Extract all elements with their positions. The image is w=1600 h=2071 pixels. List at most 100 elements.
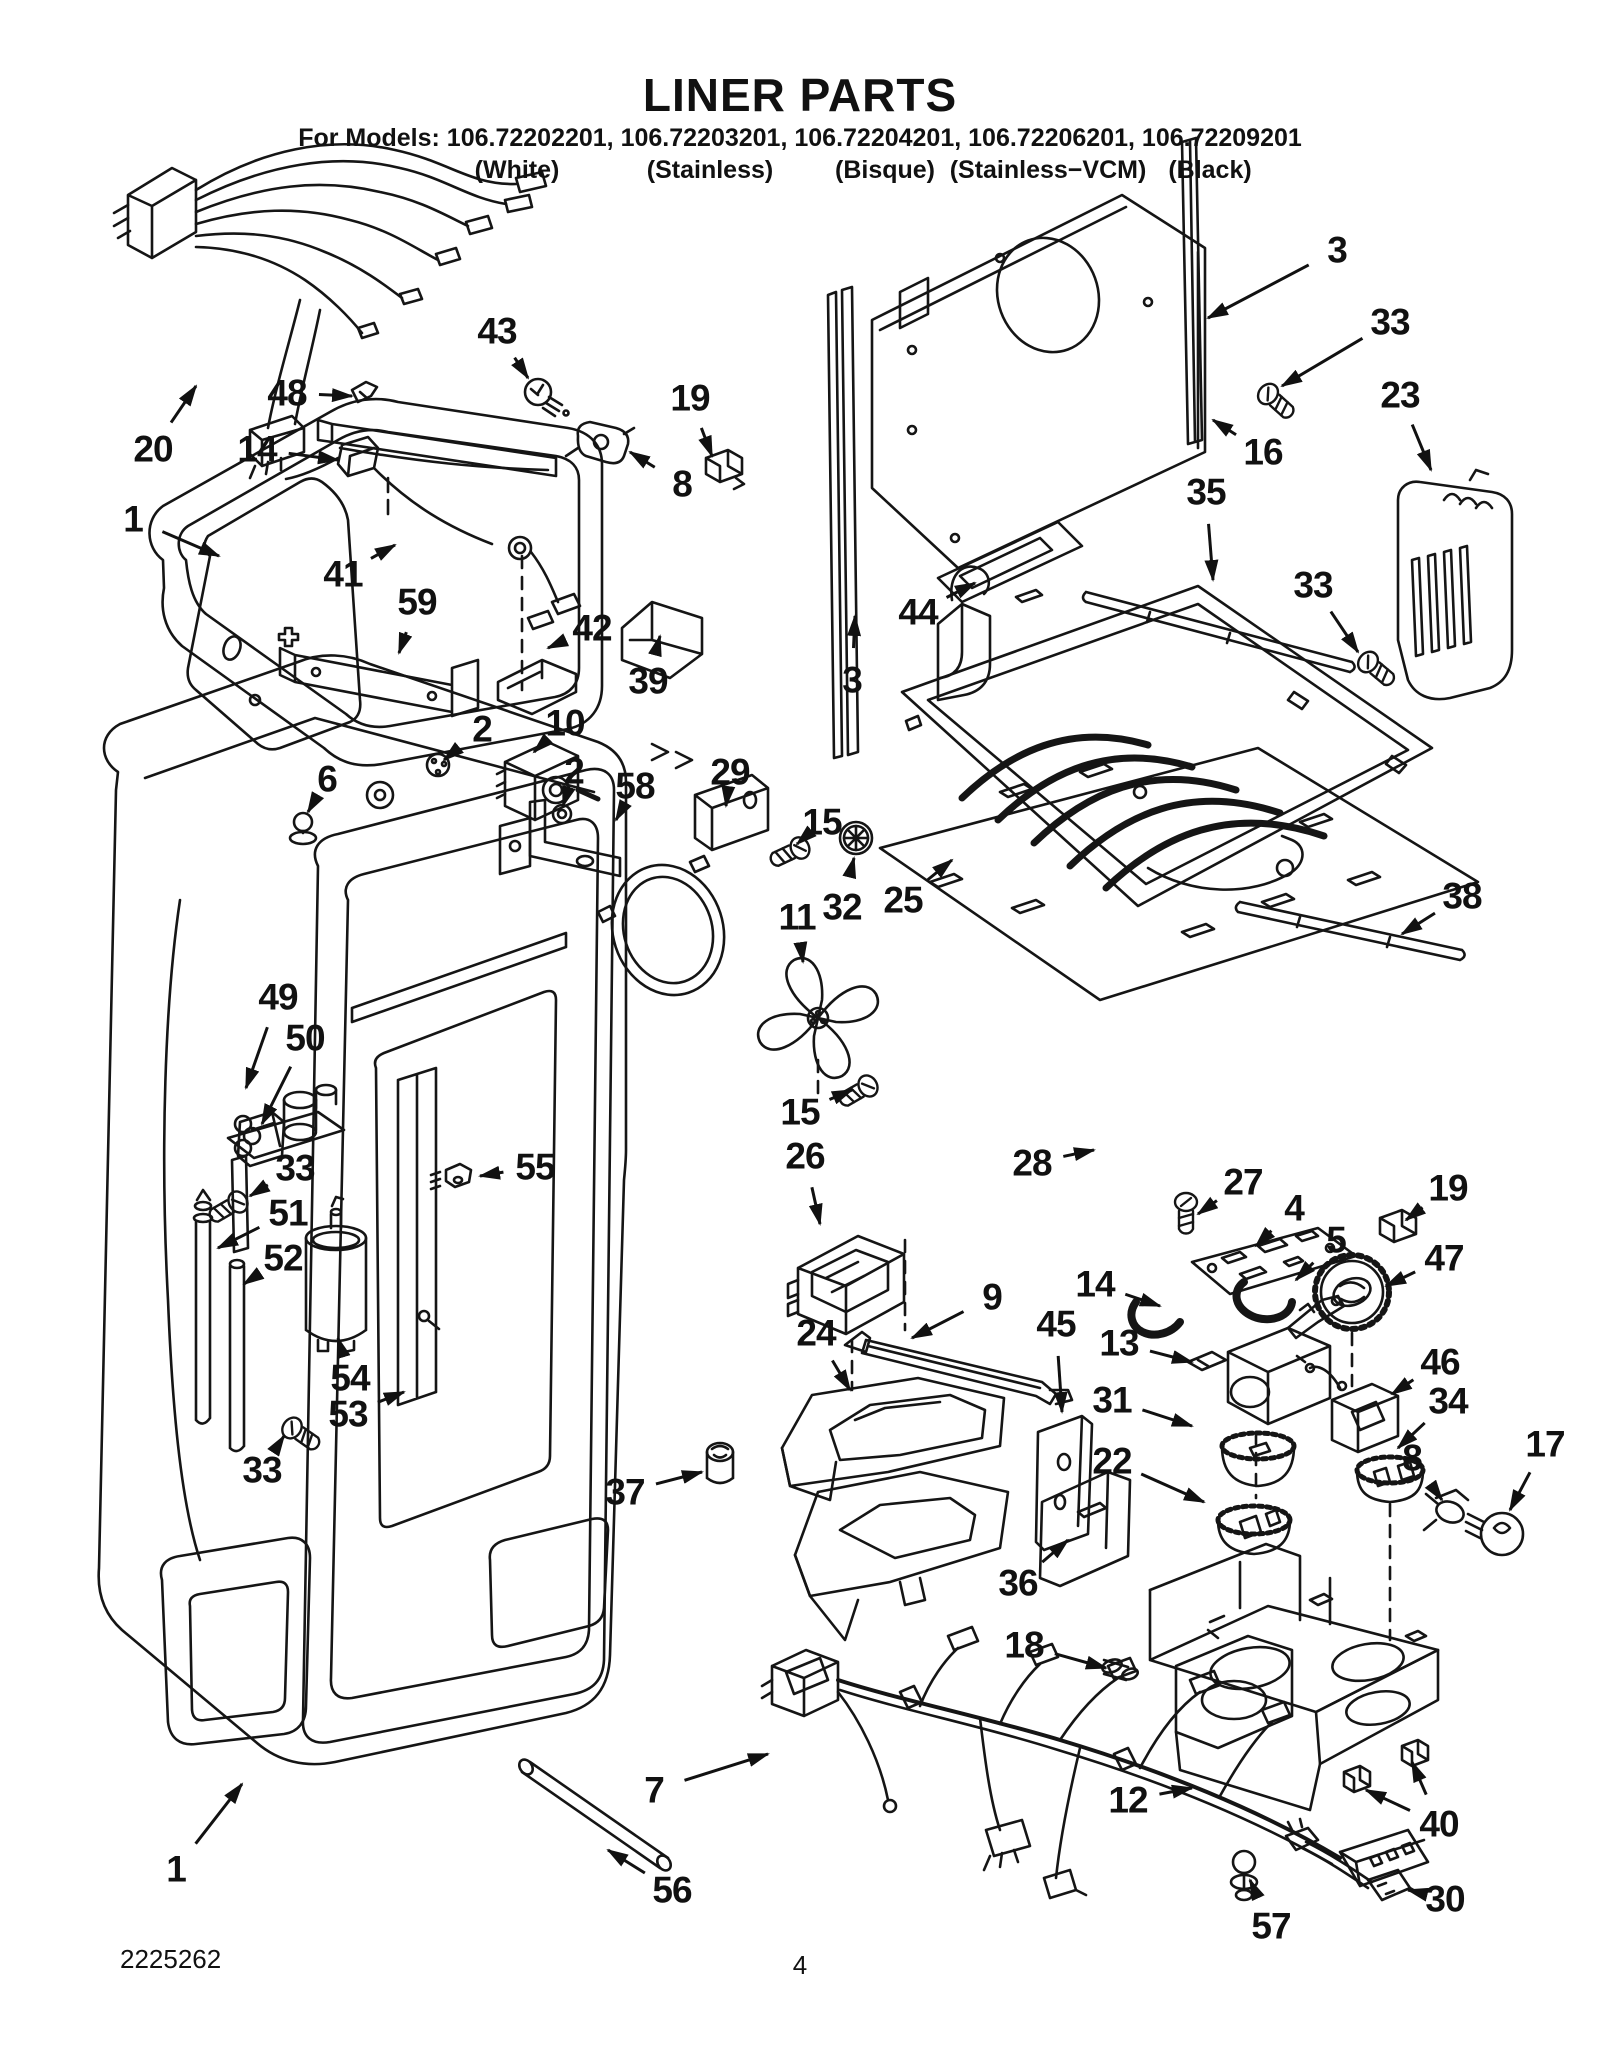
alignment-dashes (520, 554, 1392, 1642)
callout-23-26: 23 (1380, 374, 1420, 416)
callout-29-16: 29 (710, 751, 750, 793)
callout-34-45: 34 (1428, 1380, 1468, 1422)
callout-39-10: 39 (628, 660, 668, 702)
callout-35-27: 35 (1186, 471, 1226, 513)
refrigerator-liner-drawing (97, 654, 694, 1766)
callout-9-33: 9 (982, 1276, 1003, 1318)
callout-27-39: 27 (1223, 1161, 1263, 1203)
callout-12-51: 12 (1108, 1779, 1148, 1821)
callout-19-4: 19 (670, 377, 710, 419)
callout-15-30: 15 (780, 1091, 820, 1133)
callout-11-19: 11 (778, 896, 816, 938)
callout-58-15: 58 (615, 765, 655, 807)
callout-52-63: 52 (263, 1237, 303, 1279)
callout-53-65: 53 (328, 1393, 368, 1435)
callout-28-32: 28 (1012, 1142, 1052, 1184)
callout-46-44: 46 (1420, 1341, 1460, 1383)
callout-1-57: 1 (166, 1848, 187, 1890)
callout-36-49: 36 (998, 1562, 1038, 1604)
callout-1-6: 1 (123, 498, 144, 540)
light-shield-36-drawing (1038, 1470, 1132, 1588)
cup-31-drawing (1219, 1430, 1297, 1488)
evaporator-tray-25-drawing (900, 565, 1434, 908)
callout-45-35: 45 (1036, 1303, 1076, 1345)
callout-47-43: 47 (1424, 1237, 1464, 1279)
callout-32-18: 32 (822, 886, 862, 928)
callout-59-8: 59 (397, 581, 437, 623)
color-label-bisque: (Bisque) (835, 156, 935, 184)
callout-14-36: 14 (1075, 1263, 1115, 1305)
callout-8-5: 8 (672, 463, 693, 505)
callout-51-62: 51 (268, 1192, 308, 1234)
callout-37-67: 37 (605, 1471, 645, 1513)
callout-2-14: 2 (564, 750, 585, 792)
callout-8-47: 8 (1402, 1437, 1423, 1479)
document-number: 2225262 (120, 1944, 222, 1974)
callout-10-13: 10 (545, 702, 585, 744)
fill-tube-51-drawing (192, 1188, 214, 1425)
heater-strip-9-drawing (843, 1330, 1074, 1406)
callout-38-29: 38 (1442, 875, 1482, 917)
callout-41-7: 41 (323, 553, 363, 595)
water-valve-49-drawing (226, 1083, 346, 1254)
callout-40-52: 40 (1419, 1803, 1459, 1845)
callout-50-60: 50 (285, 1017, 325, 1059)
callout-48-1: 48 (267, 372, 307, 414)
bracket-58-drawing (498, 798, 622, 878)
callout-30-53: 30 (1425, 1878, 1465, 1920)
canister-54-drawing (304, 1195, 368, 1354)
air-duct-23-drawing (1396, 468, 1514, 701)
callout-57-54: 57 (1251, 1905, 1291, 1947)
heater-rod-38-drawing (1234, 900, 1466, 962)
callout-24-34: 24 (796, 1312, 836, 1354)
callout-14-2: 14 (237, 428, 277, 470)
callout-33-28: 33 (1293, 564, 1333, 606)
color-label-black: (Black) (1168, 156, 1252, 184)
callout-33-61: 33 (275, 1147, 315, 1189)
channel-53-drawing (396, 1066, 441, 1407)
callout-42-9: 42 (572, 607, 612, 649)
timer-gear-47-drawing (1312, 1252, 1392, 1332)
callout-3-21: 3 (842, 659, 863, 701)
callout-2-12: 2 (472, 708, 493, 750)
callout-13-37: 13 (1099, 1322, 1139, 1364)
callout-3-24: 3 (1327, 229, 1348, 271)
callout-26-31: 26 (785, 1135, 825, 1177)
cap-37-drawing (705, 1441, 735, 1485)
air-control-26-drawing (786, 1234, 906, 1336)
bulb-17-drawing (1464, 1511, 1525, 1557)
defrost-timer-drawing (1226, 1294, 1346, 1426)
color-label-stainless: (Stainless) (646, 156, 774, 184)
wheel-32-drawing (838, 820, 874, 856)
callout-25-20: 25 (883, 879, 923, 921)
callout-5-41: 5 (1326, 1219, 1347, 1261)
callout-55-58: 55 (515, 1146, 555, 1188)
callout-6-11: 6 (317, 758, 338, 800)
heater-rod-35-drawing (1081, 590, 1356, 674)
bulb-43-drawing (523, 377, 570, 418)
wiring-harness-drawing (112, 143, 548, 546)
callout-33-66: 33 (242, 1449, 282, 1491)
callout-15-17: 15 (802, 801, 842, 843)
callout-43-3: 43 (477, 310, 517, 352)
tube-56-drawing (517, 1758, 673, 1872)
plate-42-drawing (496, 658, 578, 716)
foam-housing-21-drawing (793, 1470, 1010, 1642)
bottom-panel-28-drawing (878, 746, 1480, 1002)
callout-18-50: 18 (1004, 1624, 1044, 1666)
callout-20-0: 20 (133, 428, 173, 470)
grommet-2-drawing (425, 752, 573, 825)
callout-33-25: 33 (1370, 301, 1410, 343)
callout-31-38: 31 (1092, 1379, 1132, 1421)
freezer-liner-drawing (148, 397, 604, 767)
gear-cup-22-drawing (1215, 1503, 1293, 1556)
callout-7-55: 7 (644, 1769, 665, 1811)
callout-49-59: 49 (258, 976, 298, 1018)
callout-56-56: 56 (652, 1869, 692, 1911)
callout-16-23: 16 (1243, 431, 1283, 473)
callout-19-42: 19 (1428, 1167, 1468, 1209)
models-line: For Models: 106.72202201, 106.72203201, … (298, 124, 1302, 152)
callout-17-46: 17 (1525, 1423, 1565, 1465)
callout-44-22: 44 (898, 591, 938, 633)
